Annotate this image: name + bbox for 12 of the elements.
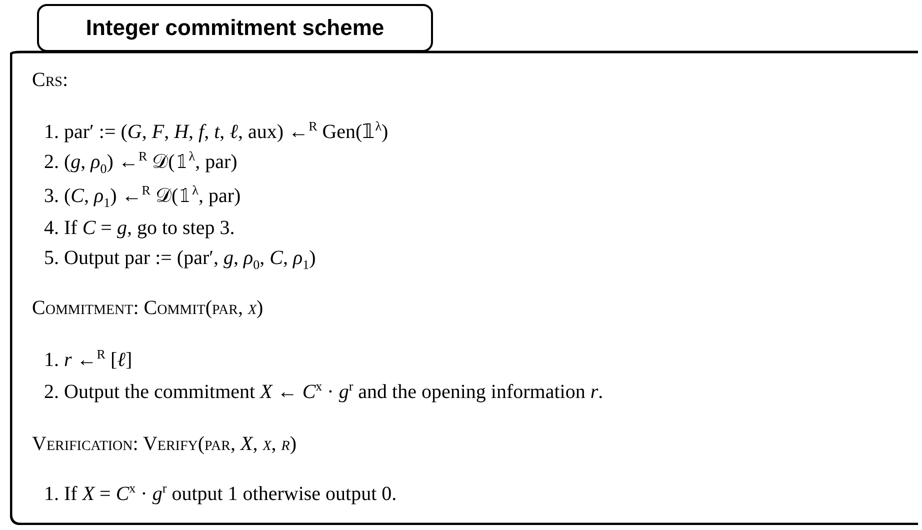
list-item: 1. r ←$^{R}$ [ℓ]	[44, 348, 132, 372]
list-item: 4. If C = g, go to step 3.	[44, 216, 235, 240]
list-item: 2. Output the commitment X ← C$^{x}$ · g$^{r}$ and the opening information r.	[44, 380, 604, 404]
list-item: 2. (g, ρ$_{0}$) ←$^{R}$ 𝒟(𝟙$^{λ}$, par)	[44, 150, 238, 174]
list-item: 5. Output par := (par′, g, ρ$_{0}$, C, ρ$_{1}$)	[44, 246, 316, 270]
list-item: 1. If X = C$^{x}$ · g$^{r}$ output 1 otherwise output 0.	[44, 482, 397, 506]
list-item: 3. (C, ρ$_{1}$) ←$^{R}$ 𝒟(𝟙$^{λ}$, par)	[44, 184, 241, 208]
title: Integer commitment scheme	[37, 4, 433, 52]
section-heading: Crs:	[32, 68, 68, 92]
list-item: 1. par′ := (G, F, H, f, t, ℓ, aux) ←$^{R}$ Gen(𝟙$^{λ}$)	[44, 120, 388, 144]
section-heading: Verification: Verify(par, X, x, r)	[32, 432, 296, 456]
section-heading: Commitment: Commit(par, x)	[32, 296, 264, 320]
